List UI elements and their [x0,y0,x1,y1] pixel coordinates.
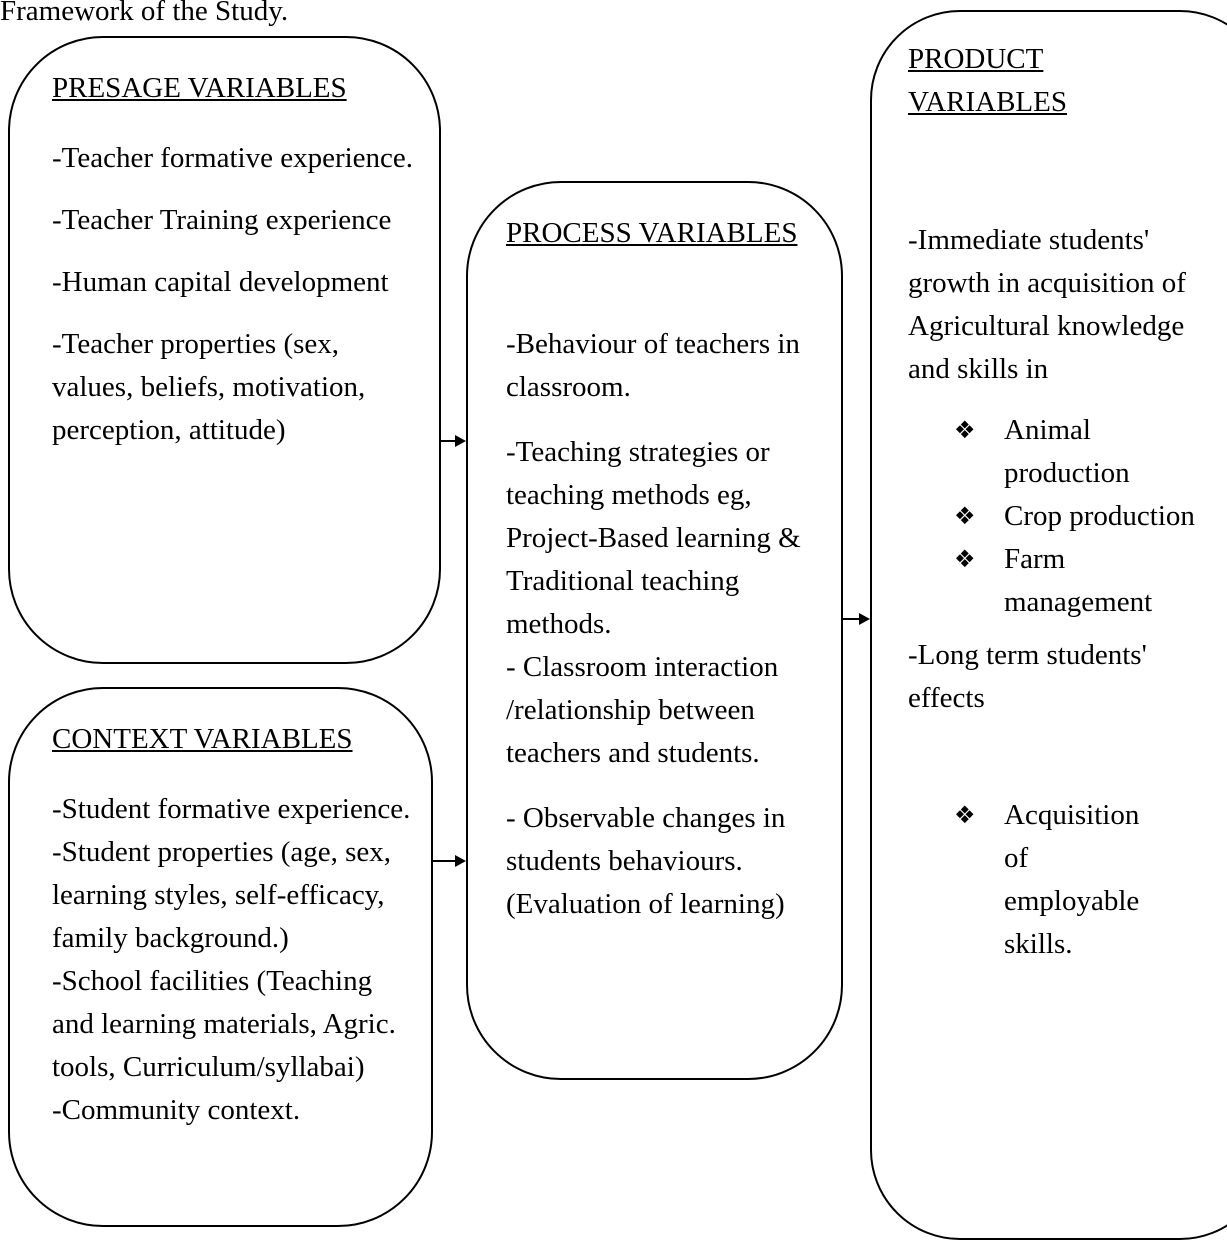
context-variables-box: CONTEXT VARIABLES -Student formative exp… [8,687,433,1227]
bullet-item: ❖ Crop production [908,495,1204,538]
bullet-text: Acquisition of employable skills. [1004,799,1140,960]
process-item: -Teaching strategies or teaching methods… [506,436,801,640]
bullet-item: ❖ Farm management [908,538,1204,624]
long-term-bullet-list: ❖ Acquisition of employable skills. [908,794,1208,966]
diamond-bullet-icon: ❖ [954,416,976,444]
context-list: -Student formative experience. -Student … [52,788,412,1132]
context-item: -Student properties (age, sex, learning … [52,836,392,954]
bullet-item: ❖ Acquisition of employable skills. [908,794,1164,966]
process-list: -Behaviour of teachers in classroom. -Te… [506,323,836,926]
bullet-text: Farm management [1004,543,1153,618]
presage-heading: PRESAGE VARIABLES [52,72,347,104]
context-item: -Community context. [52,1094,301,1126]
bullet-text: Crop production [1004,500,1195,532]
presage-variables-box: PRESAGE VARIABLES -Teacher formative exp… [8,36,441,664]
process-heading: PROCESS VARIABLES [506,217,798,249]
process-item: - Observable changes in students behavio… [506,802,786,920]
presage-item: -Teacher properties (sex, values, belief… [52,328,366,446]
bullet-item: ❖ Animal production [908,409,1204,495]
diamond-bullet-icon: ❖ [954,502,976,530]
presage-item: -Teacher Training experience [52,204,392,236]
process-item: -Behaviour of teachers in classroom. [506,328,800,403]
presage-to-process-arrow [441,435,466,447]
product-heading: PRODUCT VARIABLES [908,43,1067,118]
context-item: -School facilities (Teaching and learnin… [52,965,396,1083]
product-long-term-text: -Long term students' effects [908,639,1147,714]
context-item: -Student formative experience. [52,793,411,825]
diamond-bullet-icon: ❖ [954,545,976,573]
process-item: - Classroom interaction /relationship be… [506,651,779,769]
presage-list: -Teacher formative experience. -Teacher … [52,137,422,471]
diamond-bullet-icon: ❖ [954,801,976,829]
context-heading: CONTEXT VARIABLES [52,723,353,755]
figure-caption: Framework of the Study. [0,0,289,27]
product-variables-box: PRODUCT VARIABLES -Immediate students' g… [870,10,1227,1240]
product-immediate-text: -Immediate students' growth in acquisiti… [908,224,1186,385]
process-to-product-arrow [843,613,870,625]
immediate-bullet-list: ❖ Animal production ❖ Crop production ❖ … [908,409,1208,624]
presage-item: -Human capital development [52,266,389,298]
presage-item: -Teacher formative experience. [52,142,414,174]
bullet-text: Animal production [1004,414,1130,489]
context-to-process-arrow [433,855,466,867]
product-list: -Immediate students' growth in acquisiti… [908,219,1208,976]
process-variables-box: PROCESS VARIABLES -Behaviour of teachers… [466,181,843,1080]
